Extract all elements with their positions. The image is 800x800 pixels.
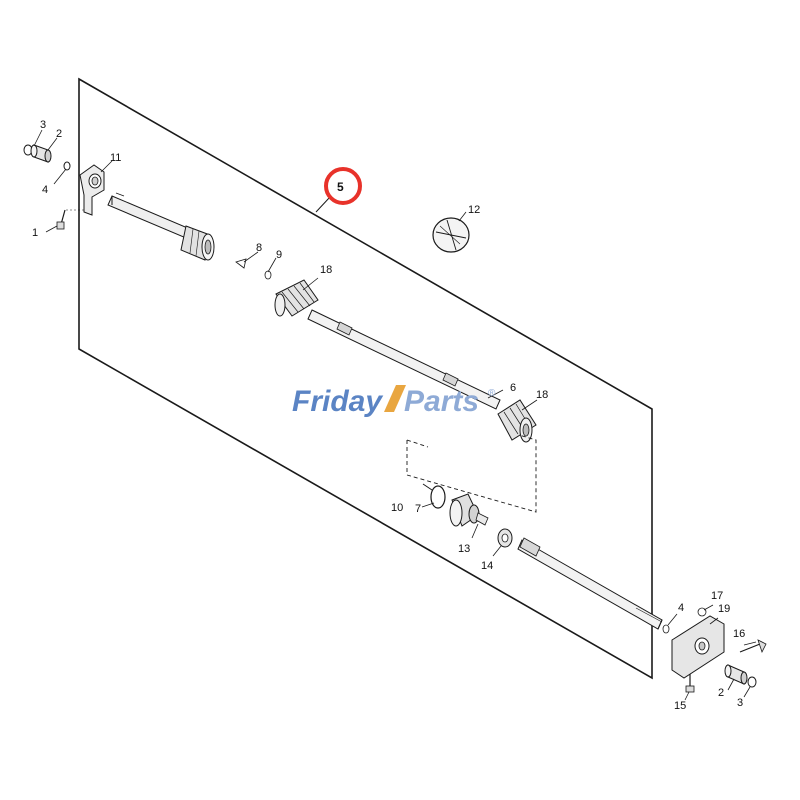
callout-1[interactable]: 1: [32, 227, 38, 239]
callout-3-lower[interactable]: 3: [737, 697, 743, 709]
watermark-registered-mark: ®: [488, 388, 496, 399]
clip-ring-8-9: [235, 251, 277, 280]
callout-14[interactable]: 14: [481, 560, 493, 572]
callout-9[interactable]: 9: [276, 249, 282, 261]
callout-15[interactable]: 15: [674, 700, 686, 712]
subassembly-dashed-outline: [406, 434, 537, 513]
callout-4-lower[interactable]: 4: [678, 602, 684, 614]
callout-3-upper[interactable]: 3: [40, 119, 46, 131]
callout-19[interactable]: 19: [718, 603, 730, 615]
bolt-left: [45, 209, 84, 233]
watermark-text-1: Friday: [292, 385, 383, 418]
watermark-text-2: Parts: [404, 385, 479, 418]
callout-17[interactable]: 17: [711, 590, 723, 602]
callout-4-upper[interactable]: 4: [42, 184, 48, 196]
callout-10[interactable]: 10: [391, 502, 403, 514]
cv-joint-parts-lower: [421, 483, 513, 557]
callout-18-upper[interactable]: 18: [320, 264, 332, 276]
shield-disk-12: [432, 211, 470, 253]
leader-5: [315, 196, 331, 213]
callout-5[interactable]: 5: [337, 180, 344, 194]
highlight-circle: [324, 167, 362, 205]
bushing-assembly-upper-left: [23, 129, 71, 185]
callout-12[interactable]: 12: [468, 204, 480, 216]
callout-2-lower[interactable]: 2: [718, 687, 724, 699]
watermark-slash-icon: [384, 385, 406, 412]
callout-13[interactable]: 13: [458, 543, 470, 555]
mounting-bracket-left: [79, 160, 113, 216]
callout-7[interactable]: 7: [415, 503, 421, 515]
bushing-assembly-lower-right: [724, 664, 757, 698]
callout-8[interactable]: 8: [256, 242, 262, 254]
callout-16[interactable]: 16: [733, 628, 745, 640]
fridayparts-watermark: Friday Parts ®: [292, 385, 496, 418]
assembly-outline: [78, 77, 653, 680]
callout-2-upper[interactable]: 2: [56, 128, 62, 140]
half-shaft-right: [517, 537, 663, 630]
callout-6[interactable]: 6: [510, 382, 516, 394]
center-shaft-with-boots: [274, 277, 538, 443]
half-shaft-left: [107, 192, 215, 261]
callout-11[interactable]: 11: [110, 152, 121, 164]
callout-18-lower[interactable]: 18: [536, 389, 548, 401]
mounting-bracket-right: [662, 604, 767, 701]
